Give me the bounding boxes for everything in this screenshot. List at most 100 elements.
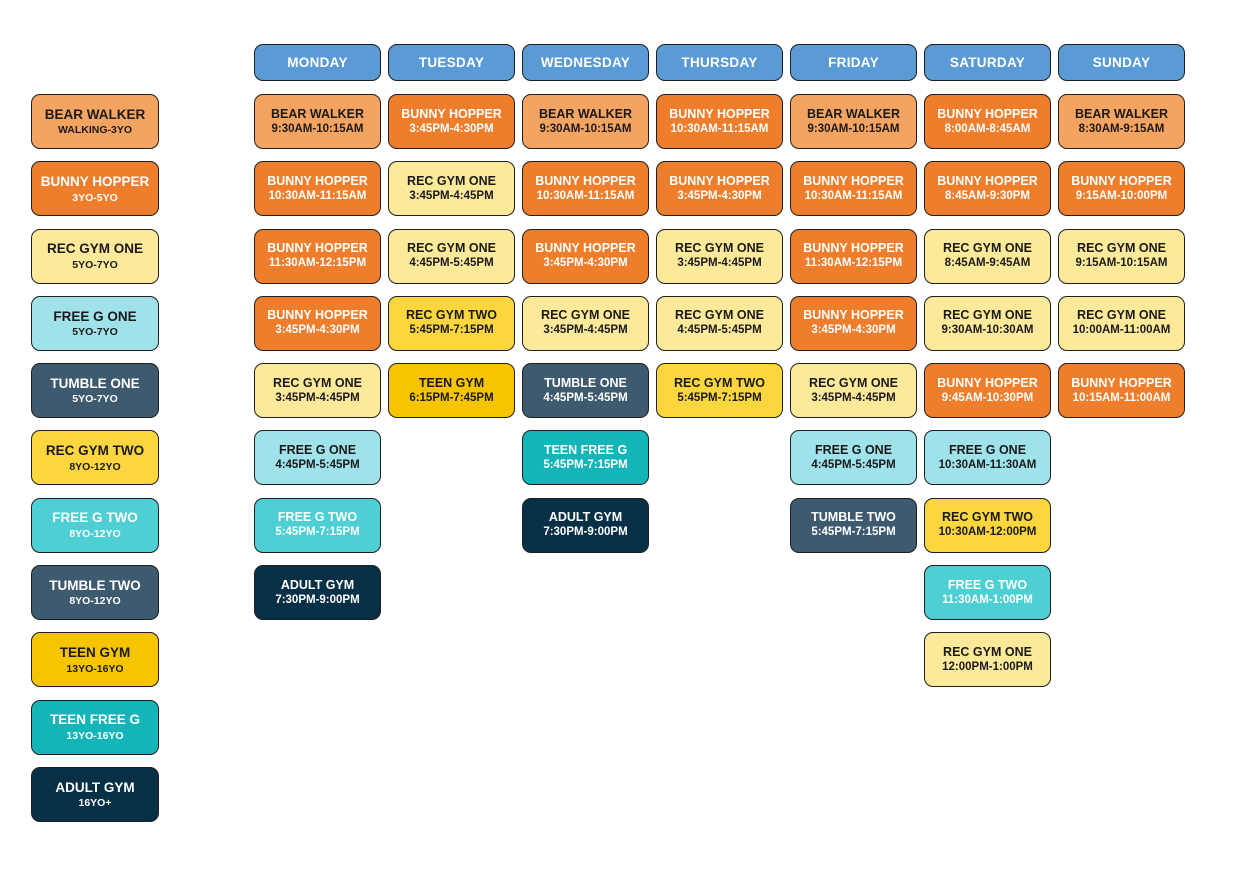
day-header-sunday: SUNDAY — [1058, 44, 1185, 81]
legend-class-name: BEAR WALKER — [44, 106, 146, 122]
class-name: BUNNY HOPPER — [803, 173, 904, 188]
class-time: 4:45PM-5:45PM — [543, 391, 628, 404]
legend-age-range: WALKING-3YO — [57, 124, 133, 137]
class-time: 9:30AM-10:30AM — [941, 324, 1034, 337]
legend-age-range: 8YO-12YO — [69, 460, 121, 473]
legend-age-range: 13YO-16YO — [66, 729, 124, 742]
class-time: 3:45PM-4:45PM — [677, 257, 762, 270]
class-time: 12:00PM-1:00PM — [942, 660, 1033, 673]
class-name: FREE G ONE — [948, 443, 1027, 458]
class-time: 3:45PM-4:45PM — [409, 189, 494, 202]
class-time: 3:45PM-4:45PM — [275, 391, 360, 404]
class-time: 11:30AM-12:15PM — [268, 257, 367, 270]
class-name: REC GYM TWO — [674, 375, 765, 390]
class-time: 5:45PM-7:15PM — [543, 459, 628, 472]
class-name: BUNNY HOPPER — [267, 241, 368, 256]
class-time: 10:30AM-11:15AM — [536, 189, 635, 202]
class-time: 4:45PM-5:45PM — [275, 459, 360, 472]
class-time: 5:45PM-7:15PM — [275, 526, 360, 539]
class-name: BUNNY HOPPER — [267, 173, 368, 188]
class-time: 5:45PM-7:15PM — [811, 526, 896, 539]
legend-class-name: TUMBLE TWO — [49, 577, 141, 593]
day-header-monday: MONDAY — [254, 44, 381, 81]
class-name: ADULT GYM — [548, 510, 623, 525]
class-time: 3:45PM-4:45PM — [811, 391, 896, 404]
class-name: REC GYM ONE — [943, 644, 1032, 659]
class-time: 8:30AM-9:15AM — [1078, 122, 1165, 135]
class-time: 10:30AM-12:00PM — [938, 526, 1037, 539]
legend-age-range: 13YO-16YO — [66, 662, 124, 675]
class-name: BUNNY HOPPER — [669, 106, 770, 121]
class-time: 8:45AM-9:45AM — [944, 257, 1031, 270]
class-time: 10:30AM-11:15AM — [268, 189, 367, 202]
class-time: 11:30AM-1:00PM — [942, 593, 1033, 606]
class-name: REC GYM ONE — [1077, 241, 1166, 256]
class-name: FREE G ONE — [814, 443, 893, 458]
day-header-wednesday: WEDNESDAY — [522, 44, 649, 81]
class-name: TUMBLE TWO — [811, 510, 896, 525]
class-time: 10:30AM-11:15AM — [804, 189, 903, 202]
class-time: 7:30PM-9:00PM — [543, 526, 628, 539]
class-time: 3:45PM-4:30PM — [677, 189, 762, 202]
legend-class-name: REC GYM ONE — [46, 241, 143, 257]
legend-class-name: FREE G ONE — [53, 308, 137, 324]
class-time: 5:45PM-7:15PM — [409, 324, 494, 337]
class-time: 3:45PM-4:30PM — [543, 257, 628, 270]
legend-age-range: 5YO-7YO — [72, 326, 118, 339]
legend-age-range: 8YO-12YO — [69, 528, 121, 540]
class-time: 10:15AM-11:00AM — [1072, 391, 1171, 404]
class-name: ADULT GYM — [280, 577, 355, 592]
class-name: BUNNY HOPPER — [937, 173, 1038, 188]
class-time: 6:15PM-7:45PM — [409, 391, 494, 404]
class-time: 3:45PM-4:30PM — [409, 122, 494, 135]
class-name: FREE G TWO — [277, 510, 358, 525]
class-time: 4:45PM-5:45PM — [409, 257, 494, 270]
legend-class-name: TUMBLE ONE — [50, 375, 140, 391]
class-time: 9:45AM-10:30PM — [941, 391, 1034, 404]
legend-item: FREE G ONE 5YO-7YO — [31, 295, 159, 351]
legend-class-name: TEEN FREE G — [49, 712, 140, 728]
class-name: REC GYM ONE — [1077, 308, 1166, 323]
day-header-tuesday: TUESDAY — [388, 44, 515, 81]
class-time: 8:45AM-9:30PM — [945, 189, 1030, 202]
class-name: REC GYM ONE — [407, 241, 496, 256]
legend-class-name: REC GYM TWO — [45, 443, 145, 459]
class-time: 9:15AM-10:15AM — [1075, 257, 1168, 270]
day-header-saturday: SATURDAY — [924, 44, 1051, 81]
legend-age-range: 5YO-7YO — [72, 258, 118, 271]
class-name: BUNNY HOPPER — [669, 173, 770, 188]
class-name: BUNNY HOPPER — [937, 375, 1038, 390]
